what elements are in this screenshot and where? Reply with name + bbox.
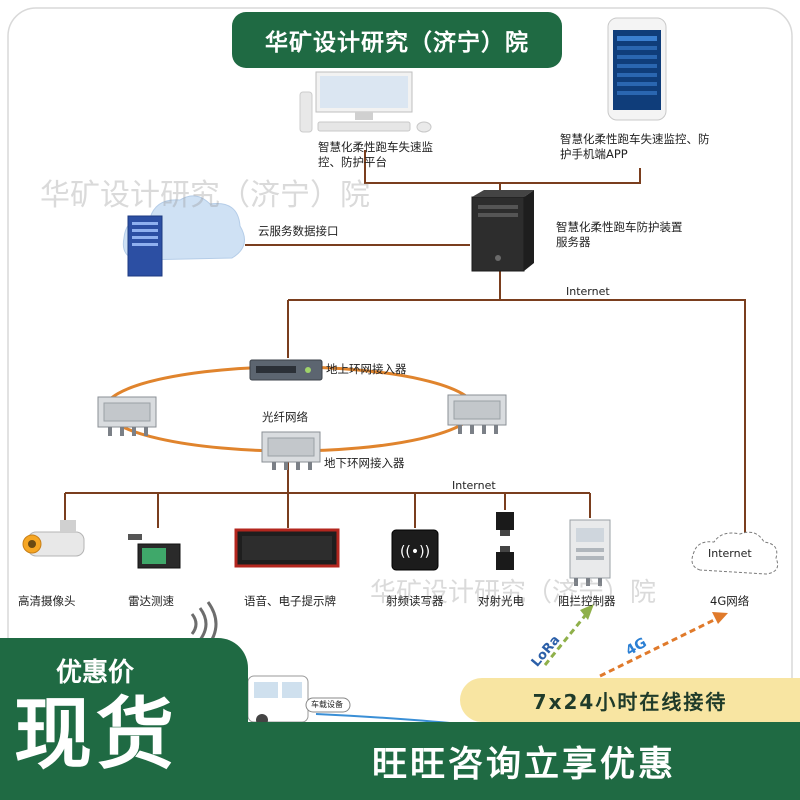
internet-mid-label: Internet xyxy=(452,479,496,492)
barrier-controller-icon xyxy=(569,519,611,586)
photoelectric-icon xyxy=(496,512,514,570)
lora-arrowhead xyxy=(580,604,594,620)
fiber-node-right-icon xyxy=(447,394,507,434)
promo-service-badge: 7x24小时在线接待 xyxy=(460,678,800,722)
ground-switch-label: 地上环网接入器 xyxy=(326,362,407,376)
link-internet-top xyxy=(288,299,746,540)
app-label: 智慧化柔性跑车失速监控、防护手机端APP xyxy=(560,132,710,161)
lora-link xyxy=(543,611,590,666)
promo-left-panel xyxy=(0,638,248,800)
cloud-interface-label: 云服务数据接口 xyxy=(258,224,339,238)
link-platform-app xyxy=(364,150,641,184)
vehicle-tag-bg xyxy=(305,697,351,713)
radar-icon xyxy=(128,534,181,569)
ground-switch-icon xyxy=(249,359,323,381)
fiber-node-left-icon xyxy=(97,396,157,436)
watermark-bottom: 华矿设计研究（济宁）院 xyxy=(370,578,657,608)
smartphone-icon xyxy=(607,17,667,121)
device-label-camera: 高清摄像头 xyxy=(18,594,76,608)
cloud-server-icon xyxy=(122,195,245,277)
vehicle-icon xyxy=(247,675,309,726)
fiber-label: 光纤网络 xyxy=(262,410,308,424)
arrowhead-4g xyxy=(712,612,728,624)
underground-switch-icon xyxy=(261,431,321,470)
internet-cloud-icon xyxy=(691,531,779,575)
svg-text:((•)): ((•)) xyxy=(400,544,430,560)
device-label-voice-board: 语音、电子提示牌 xyxy=(244,594,336,608)
vehicle-tag-label: 车载设备 xyxy=(311,700,343,709)
underground-switch-label: 地下环网接入器 xyxy=(324,456,405,470)
device-label-rfid: 射频读写器 xyxy=(386,594,444,608)
tower-server-icon xyxy=(471,190,534,272)
page-title: 华矿设计研究（济宁）院 xyxy=(232,12,562,68)
computer-icon xyxy=(299,71,432,133)
watermark-top: 华矿设计研究（济宁）院 xyxy=(40,178,370,213)
device-label-barrier: 阻拦控制器 xyxy=(558,594,616,608)
promo-contact-banner[interactable]: 旺旺咨询立享优惠 xyxy=(248,722,800,800)
display-board-icon xyxy=(234,528,340,568)
internet-top-label: Internet xyxy=(566,285,610,298)
platform-label: 智慧化柔性跑车失速监控、防护平台 xyxy=(318,140,433,169)
promo-instock-label: 现货 xyxy=(14,690,179,780)
device-label-radar: 雷达测速 xyxy=(128,594,174,608)
rfid-reader-icon: ((•)) xyxy=(391,529,439,571)
network-4g-label: 4G网络 xyxy=(710,594,750,608)
link-4g xyxy=(599,616,719,678)
device-label-photoelectric: 对射光电 xyxy=(478,594,524,608)
connection-lines xyxy=(64,150,746,540)
server-label: 智慧化柔性跑车防护装置服务器 xyxy=(556,220,683,249)
camera-icon xyxy=(22,520,85,557)
internet-cloud-label: Internet xyxy=(708,547,752,560)
promo-price-label: 优惠价 xyxy=(56,658,135,688)
